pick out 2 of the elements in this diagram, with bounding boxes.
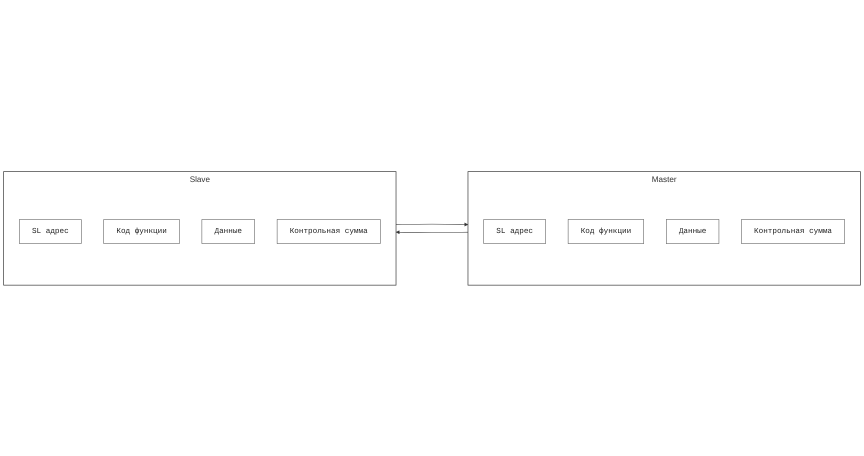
arrow (396, 222, 468, 226)
arrow (396, 230, 468, 234)
